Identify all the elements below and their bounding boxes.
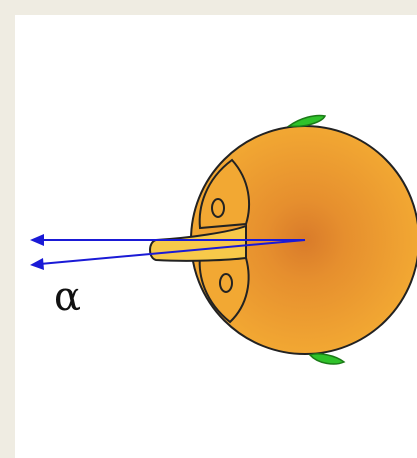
lower-vacuole	[219, 273, 233, 293]
alpha-label: α	[54, 274, 81, 320]
upper-arrow-head	[30, 234, 44, 246]
bottom-flagellum	[308, 353, 346, 365]
upper-vacuole	[211, 198, 225, 218]
top-flagellum	[287, 114, 327, 128]
lower-arrow-line	[39, 239, 306, 265]
lower-arrow-head	[30, 258, 44, 270]
